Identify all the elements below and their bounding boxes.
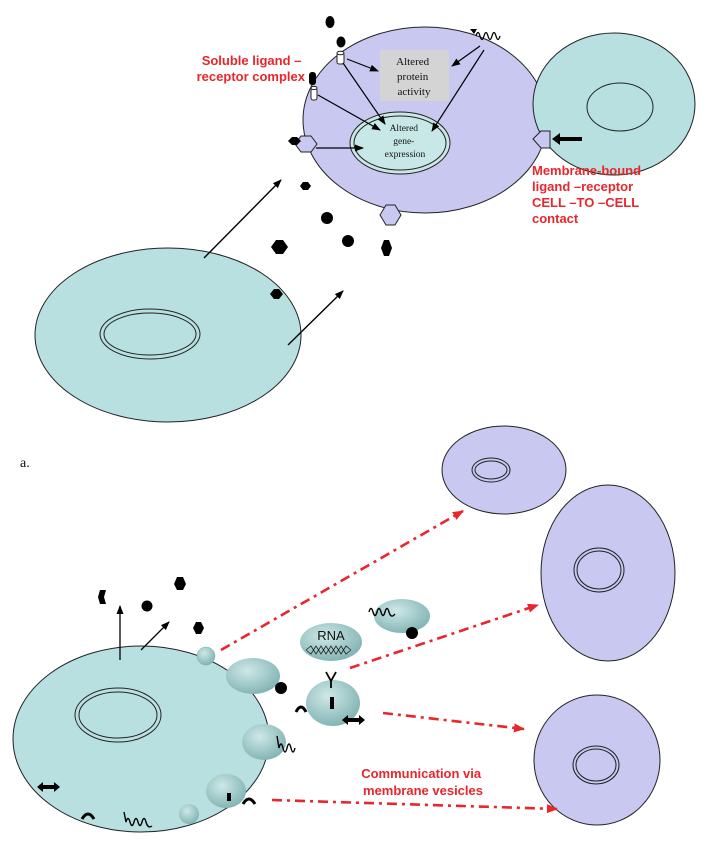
source-cell-nucleus bbox=[99, 308, 201, 360]
double-arrow-icon bbox=[37, 782, 60, 792]
signal-arrow bbox=[431, 49, 485, 132]
ligand-icon bbox=[98, 590, 106, 604]
ligand-icon bbox=[309, 72, 316, 85]
rna-label: RNA bbox=[317, 628, 345, 643]
ligand-icon bbox=[381, 240, 392, 256]
recipient-cell bbox=[533, 694, 661, 826]
budding-vesicle bbox=[242, 724, 286, 760]
membrane-bound-label: Membrane-bound ligand –receptor CELL –TO… bbox=[532, 163, 645, 226]
ligand-icon bbox=[174, 577, 186, 590]
protein-activity-box bbox=[380, 50, 449, 101]
ligand-icon bbox=[325, 16, 335, 28]
ligand-icon bbox=[270, 289, 283, 299]
gpcr-icon bbox=[123, 811, 153, 828]
vesicle-receptor-icon bbox=[330, 697, 334, 709]
signal-arrow bbox=[342, 62, 386, 125]
panel-b: RNA Communication via membrane vesicles bbox=[12, 425, 676, 833]
soluble-ligand-label: Soluble ligand – receptor complex bbox=[197, 53, 306, 84]
hexagon-receptor-icon bbox=[379, 204, 402, 226]
ligand-icon bbox=[288, 137, 301, 145]
vesicle-ligand-icon bbox=[275, 682, 287, 694]
gpcr-receptor-icon bbox=[470, 29, 501, 41]
vesicle-transfer-arrow bbox=[349, 603, 539, 670]
ligand-icon bbox=[141, 600, 153, 612]
vesicle-transfer-arrow bbox=[220, 509, 464, 652]
small-vesicle bbox=[179, 804, 199, 824]
budding-vesicle bbox=[226, 658, 280, 694]
neighbor-cell-nucleus bbox=[586, 82, 654, 132]
double-arrow-icon bbox=[342, 715, 365, 725]
vesicle-arc-icon bbox=[294, 705, 308, 713]
y-receptor-icon bbox=[325, 671, 337, 688]
receptor-icon bbox=[310, 85, 318, 101]
signal-arrow bbox=[346, 58, 379, 72]
recipient-cell-nucleus bbox=[572, 745, 620, 785]
rna-vesicle bbox=[300, 623, 362, 661]
gpcr-icon bbox=[368, 607, 396, 617]
signal-arrow bbox=[451, 45, 481, 67]
ligand-icon bbox=[336, 36, 346, 48]
ligand-icon bbox=[193, 622, 204, 634]
vesicle-source-cell-nucleus bbox=[74, 687, 162, 743]
ligand-icon bbox=[321, 212, 333, 224]
panel-a-label: a. bbox=[20, 456, 30, 471]
vesicle-gpcr-icon bbox=[276, 735, 296, 753]
arc-receptor-icon bbox=[80, 812, 96, 820]
secretion-arrow bbox=[140, 621, 170, 651]
receptor-icon bbox=[336, 50, 345, 65]
vesicle-communication-label: Communication via membrane vesicles bbox=[361, 766, 485, 798]
budding-vesicle bbox=[206, 774, 246, 808]
protein-activity-label: Altered protein activity bbox=[396, 56, 432, 98]
ligand-icon bbox=[271, 240, 288, 254]
source-cell bbox=[34, 247, 302, 423]
recipient-cell bbox=[540, 484, 676, 662]
gene-expression-label: Altered gene- expression bbox=[385, 124, 426, 160]
recipient-cell bbox=[441, 425, 567, 515]
free-vesicle bbox=[374, 599, 430, 633]
ligand-icon bbox=[300, 182, 311, 190]
vesicle-ligand-icon bbox=[406, 627, 418, 639]
panel-a: Altered gene- expression Altered protein… bbox=[20, 16, 696, 471]
small-vesicle bbox=[196, 646, 216, 666]
hexagon-receptor-icon bbox=[294, 135, 318, 153]
vesicle-transfer-arrow bbox=[382, 711, 525, 733]
rna-strand-icon bbox=[305, 645, 352, 655]
ligand-icon bbox=[342, 235, 354, 247]
vesicle-receptor-icon bbox=[227, 793, 231, 801]
secretion-arrow bbox=[287, 290, 344, 346]
recipient-cell-nucleus bbox=[471, 457, 511, 483]
vesicle-arc-icon bbox=[241, 797, 257, 805]
recipient-cell-nucleus bbox=[573, 547, 625, 593]
membrane-contact-icon bbox=[532, 130, 582, 149]
neighbor-cell bbox=[532, 32, 696, 176]
secretion-arrow bbox=[203, 179, 282, 259]
vesicle-transfer-arrow bbox=[271, 798, 558, 814]
signal-arrow bbox=[317, 94, 381, 131]
